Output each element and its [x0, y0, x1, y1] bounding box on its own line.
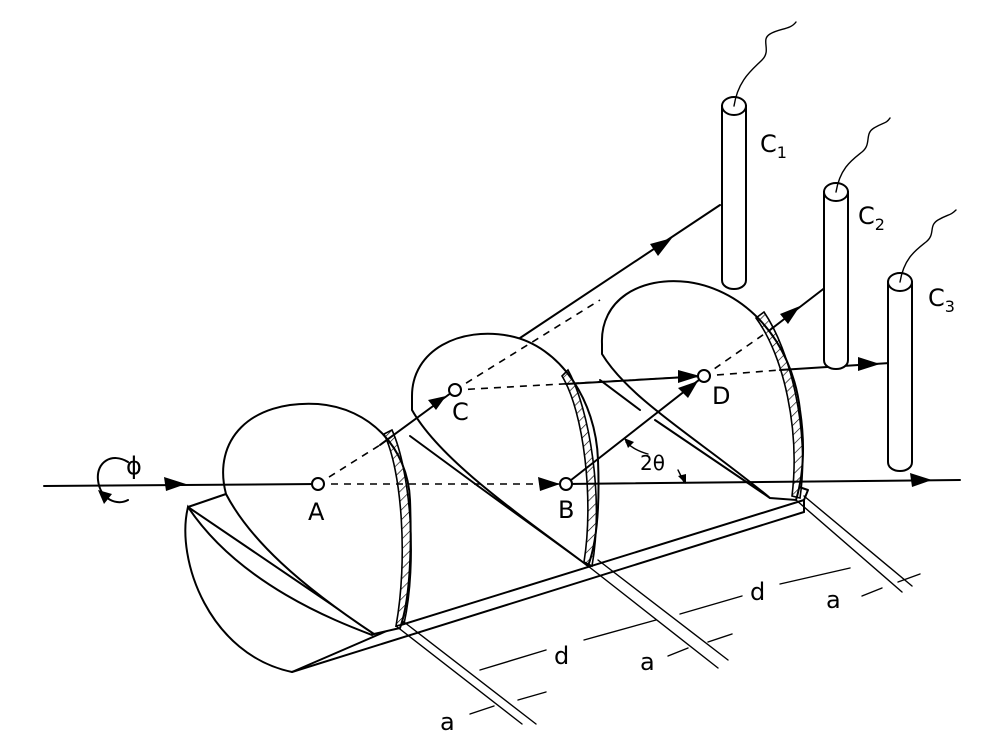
point-b-marker	[559, 477, 573, 491]
dim-d1-left	[479, 649, 547, 671]
groove-line-1	[409, 435, 479, 487]
beam-c-c1	[519, 204, 721, 339]
angle-arrow-2	[678, 474, 686, 484]
detector-c2	[823, 117, 891, 370]
ext-line-2	[395, 625, 523, 725]
label-d-spacing-1: d	[554, 642, 569, 670]
base-top-back-edge	[187, 493, 227, 508]
angle-arrow-1	[624, 438, 634, 448]
label-a-thickness-1: a	[440, 708, 455, 736]
arrow-c-c1	[650, 238, 672, 256]
label-c1: C1	[760, 130, 787, 162]
point-markers	[311, 369, 711, 491]
detector-c1	[721, 21, 797, 290]
dimension-lines	[395, 495, 921, 725]
dim-d2-left	[679, 595, 743, 615]
arrow-a-c	[428, 396, 446, 410]
ext-line-3	[587, 565, 719, 669]
c2-cable	[835, 117, 891, 193]
dim-a2-arrow	[667, 647, 689, 657]
arrow-d-c2	[780, 306, 800, 324]
label-d: D	[712, 382, 730, 410]
dash-c-c1	[454, 299, 601, 391]
point-d-marker	[697, 369, 711, 383]
rotation-indicator	[96, 457, 129, 504]
groove-line-4	[654, 419, 771, 499]
beam-paths	[43, 204, 961, 491]
transmitted-beam	[565, 479, 961, 485]
crystal-disc-a	[222, 402, 412, 636]
arrow-d-c3	[858, 357, 880, 371]
dash-c-d	[454, 375, 705, 391]
label-d-spacing-2: d	[750, 578, 765, 606]
angle-indicator	[624, 438, 686, 484]
dim-d2-right	[779, 567, 851, 585]
label-a: A	[308, 498, 325, 526]
label-c2: C2	[858, 202, 885, 234]
dim-a1-back	[517, 691, 547, 701]
rotation-arrowhead	[98, 490, 112, 504]
labels: A B C D C1 C2 C3 ϕ 2θ d d a a a	[126, 130, 955, 736]
label-a-thickness-3: a	[826, 586, 841, 614]
label-two-theta: 2θ	[640, 451, 665, 475]
label-b: B	[558, 496, 574, 524]
rotation-arc	[96, 457, 129, 504]
dim-a3-back	[897, 573, 921, 583]
ext-line-6	[803, 495, 913, 587]
dash-d-c2	[703, 329, 771, 377]
label-c: C	[452, 398, 469, 426]
dim-a1-arrow	[469, 705, 495, 715]
beam-b-d	[565, 375, 705, 485]
arrow-b-d	[678, 381, 698, 398]
crystal-disc-c	[600, 280, 804, 502]
label-c3: C3	[928, 284, 955, 316]
ext-line-5	[795, 499, 903, 593]
c3-cable	[899, 209, 957, 283]
dim-a2-back	[707, 633, 733, 643]
point-a-marker	[311, 477, 325, 491]
arrow-c-d	[678, 370, 700, 383]
c1-cable	[733, 21, 797, 107]
detector-c3	[887, 209, 957, 472]
point-c-marker	[448, 383, 462, 397]
transmitted-arrow	[538, 477, 560, 491]
dim-d1-right	[583, 619, 657, 641]
base-side-bottom-edge	[291, 511, 805, 673]
exit-arrow	[910, 473, 932, 487]
ext-line-4	[597, 559, 729, 661]
crystal-disc-b	[411, 332, 600, 568]
dim-a3-arrow	[861, 587, 883, 597]
groove-line-3	[599, 379, 641, 411]
label-phi: ϕ	[126, 452, 142, 480]
ext-line-1	[403, 621, 537, 725]
incident-arrow	[164, 477, 186, 491]
label-a-thickness-2: a	[640, 648, 655, 676]
